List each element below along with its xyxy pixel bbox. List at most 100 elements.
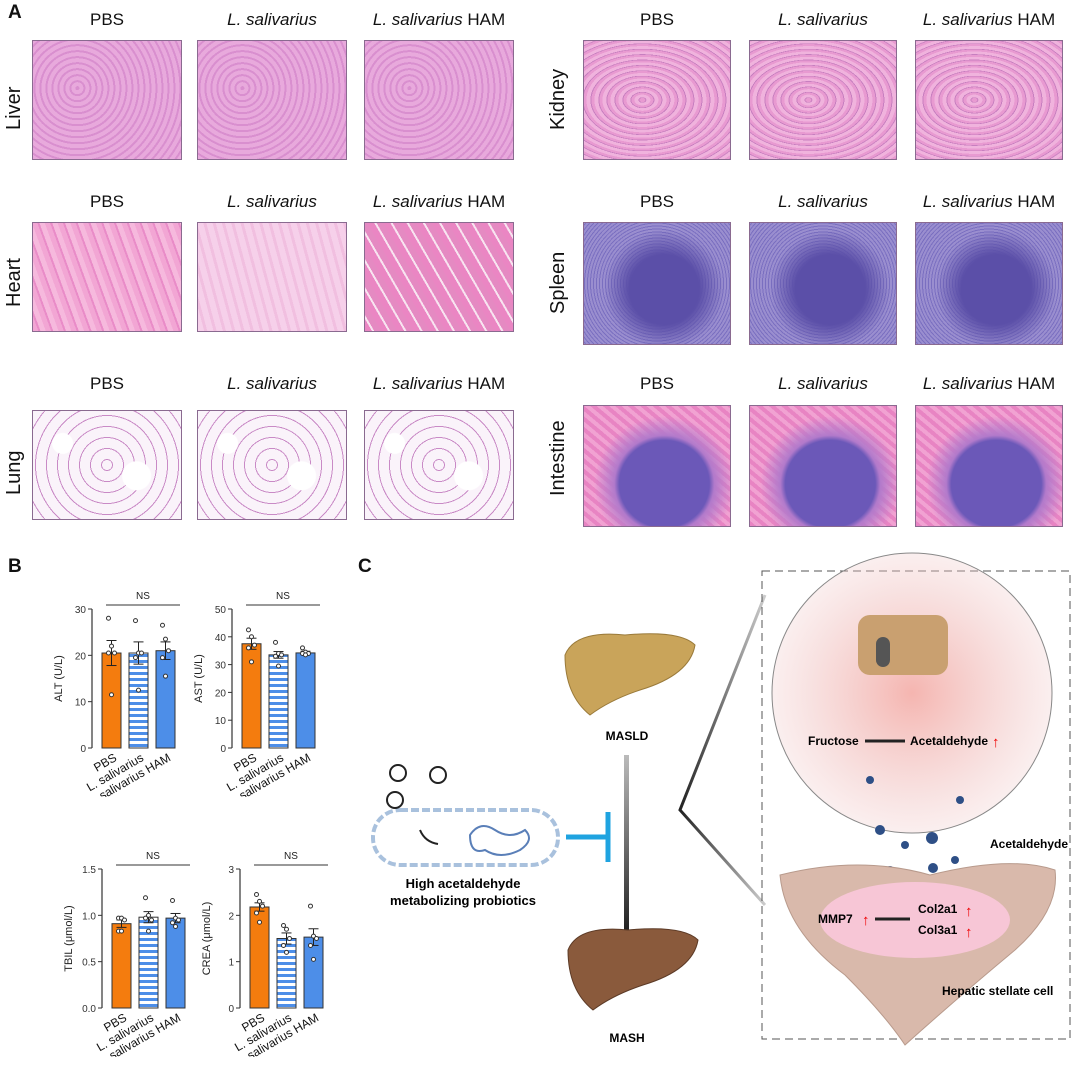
- y-axis-label: TBIL (μmol/L): [63, 905, 75, 971]
- data-point: [133, 618, 138, 624]
- data-point: [166, 648, 171, 654]
- data-point: [246, 645, 251, 651]
- histology-image-lung-pbs: [32, 410, 182, 520]
- fructose-label: Fructose: [808, 734, 859, 748]
- data-point: [273, 653, 278, 659]
- up-arrow-icon: ↑: [992, 734, 1000, 751]
- y-tick-label: 30: [215, 661, 227, 672]
- column-label-ham: L. salivarius HAM: [372, 192, 506, 211]
- y-tick-label: 10: [75, 698, 87, 709]
- data-point: [176, 917, 181, 923]
- y-tick-label: 1.0: [82, 911, 96, 922]
- column-label-ls: L. salivarius: [227, 192, 317, 211]
- y-tick-label: 0.5: [82, 958, 96, 969]
- data-point: [170, 898, 175, 904]
- col2a1-label: Col2a1: [918, 902, 958, 916]
- histology-image-kidney-ham: [915, 40, 1063, 160]
- histology-image-intestine-pbs: [583, 405, 731, 527]
- data-point: [276, 663, 281, 669]
- acetaldehyde-gut-label: Acetaldehyde: [910, 734, 988, 748]
- mash-liver-icon: [567, 928, 699, 1011]
- histology-image-heart-pbs: [32, 222, 182, 332]
- histology-image-spleen-pbs: [583, 222, 731, 345]
- mash-label: MASH: [609, 1031, 644, 1045]
- col3a1-up-icon: ↑: [965, 924, 973, 941]
- masld-liver-icon: [564, 633, 696, 716]
- data-point: [260, 903, 265, 909]
- data-point: [112, 650, 117, 656]
- histology-image-liver-ls: [197, 40, 347, 160]
- mmp7-label: MMP7: [818, 912, 853, 926]
- data-point: [257, 898, 262, 904]
- column-label-ham: L. salivarius HAM: [922, 10, 1056, 29]
- column-label-ls: L. salivarius: [778, 192, 868, 211]
- data-point: [308, 903, 313, 909]
- data-point: [163, 673, 168, 679]
- column-label-pbs: PBS: [89, 374, 125, 393]
- histology-image-kidney-pbs: [583, 40, 731, 160]
- y-axis-label: ALT (U/L): [53, 655, 65, 702]
- histology-image-heart-ls: [197, 222, 347, 332]
- data-point: [163, 636, 168, 642]
- data-point: [119, 928, 124, 934]
- histology-image-intestine-ham: [915, 405, 1063, 527]
- y-tick-label: 10: [215, 716, 227, 727]
- histology-image-spleen-ls: [749, 222, 897, 345]
- data-point: [273, 639, 278, 645]
- significance-label: NS: [136, 591, 150, 602]
- panel-c-letter: C: [358, 556, 372, 577]
- y-tick-label: 30: [75, 605, 87, 616]
- inhibition-icon: [566, 812, 611, 862]
- y-axis-label: AST (U/L): [193, 654, 205, 703]
- data-point: [257, 919, 262, 925]
- histology-image-lung-ls: [197, 410, 347, 520]
- y-tick-label: 1: [228, 958, 234, 969]
- y-tick-label: 3: [228, 865, 234, 876]
- histology-image-liver-ham: [364, 40, 514, 160]
- data-point: [281, 923, 286, 929]
- data-point: [146, 912, 151, 918]
- y-tick-label: 0: [80, 744, 86, 755]
- data-point: [136, 687, 141, 693]
- data-point: [109, 692, 114, 698]
- significance-label: NS: [284, 851, 298, 862]
- column-label-ls: L. salivarius: [227, 374, 317, 393]
- column-label-ls: L. salivarius: [778, 374, 868, 393]
- y-tick-label: 2: [228, 911, 234, 922]
- data-point: [246, 627, 251, 633]
- detail-box: [761, 570, 1071, 1040]
- column-label-ls: L. salivarius: [227, 10, 317, 29]
- y-tick-label: 20: [75, 651, 87, 662]
- data-point: [303, 652, 308, 658]
- column-label-pbs: PBS: [89, 10, 125, 29]
- data-point: [254, 891, 259, 897]
- data-point: [252, 642, 257, 648]
- data-point: [160, 622, 165, 628]
- data-point: [170, 920, 175, 926]
- data-point: [133, 655, 138, 661]
- data-point: [308, 942, 313, 948]
- data-point: [109, 643, 114, 649]
- data-point: [106, 650, 111, 656]
- data-point: [254, 910, 259, 916]
- data-point: [106, 615, 111, 621]
- y-tick-label: 0: [220, 744, 226, 755]
- significance-label: NS: [146, 851, 160, 862]
- gut-circle: [771, 552, 1053, 834]
- data-point: [249, 634, 254, 640]
- histology-image-liver-pbs: [32, 40, 182, 160]
- data-point: [287, 936, 292, 941]
- panel-b-letter: B: [8, 556, 22, 577]
- stellate-cell-illustration: [820, 882, 1010, 958]
- column-label-pbs: PBS: [639, 374, 675, 393]
- column-label-pbs: PBS: [639, 192, 675, 211]
- histology-image-intestine-ls: [749, 405, 897, 527]
- column-label-ham: L. salivarius HAM: [372, 10, 506, 29]
- data-point: [300, 645, 305, 651]
- progression-arrow: [624, 755, 629, 950]
- data-point: [281, 942, 286, 948]
- column-label-ham: L. salivarius HAM: [922, 192, 1056, 211]
